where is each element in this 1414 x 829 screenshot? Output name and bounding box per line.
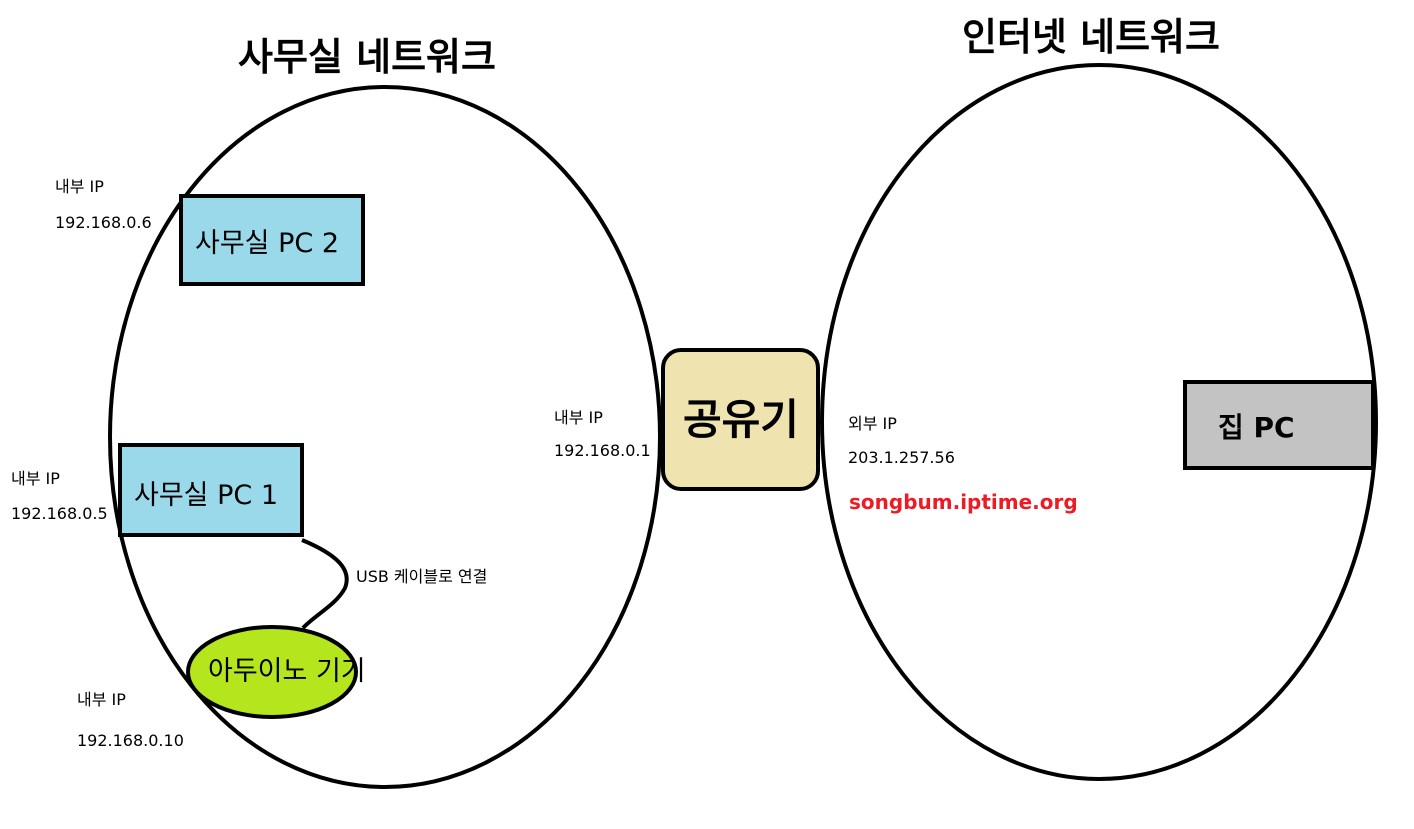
router-label: 공유기 bbox=[683, 395, 799, 444]
office-pc1-ip: 192.168.0.5 bbox=[11, 504, 108, 523]
arduino-ip: 192.168.0.10 bbox=[77, 731, 184, 750]
usb-connection-label: USB 케이블로 연결 bbox=[356, 567, 487, 586]
internet-network-ellipse bbox=[820, 63, 1378, 781]
router-outer-ip-label: 외부 IP bbox=[848, 414, 897, 433]
arduino-device-ellipse bbox=[186, 625, 358, 719]
office-pc2-ip: 192.168.0.6 bbox=[55, 213, 152, 232]
ddns-hostname: songbum.iptime.org bbox=[849, 490, 1078, 514]
office-pc2-ip-label: 내부 IP bbox=[55, 177, 104, 196]
router-inner-ip: 192.168.0.1 bbox=[554, 441, 651, 460]
arduino-ip-label: 내부 IP bbox=[77, 690, 126, 709]
router-box bbox=[661, 348, 820, 491]
office-network-ellipse bbox=[108, 85, 662, 789]
office-pc1-ip-label: 내부 IP bbox=[11, 469, 60, 488]
office-pc2-box bbox=[179, 194, 365, 286]
router-inner-ip-label: 내부 IP bbox=[554, 408, 603, 427]
home-pc-label: 집 PC bbox=[1218, 411, 1295, 444]
internet-network-title: 인터넷 네트워크 bbox=[962, 15, 1220, 59]
arduino-device-label: 아두이노 기기 bbox=[208, 656, 366, 687]
office-pc1-label: 사무실 PC 1 bbox=[134, 480, 278, 511]
home-pc-box bbox=[1183, 380, 1375, 470]
office-pc2-label: 사무실 PC 2 bbox=[195, 228, 339, 259]
office-network-title: 사무실 네트워크 bbox=[238, 35, 496, 79]
usb-cable bbox=[301, 538, 349, 630]
office-pc1-box bbox=[118, 443, 304, 537]
router-outer-ip: 203.1.257.56 bbox=[848, 448, 955, 467]
